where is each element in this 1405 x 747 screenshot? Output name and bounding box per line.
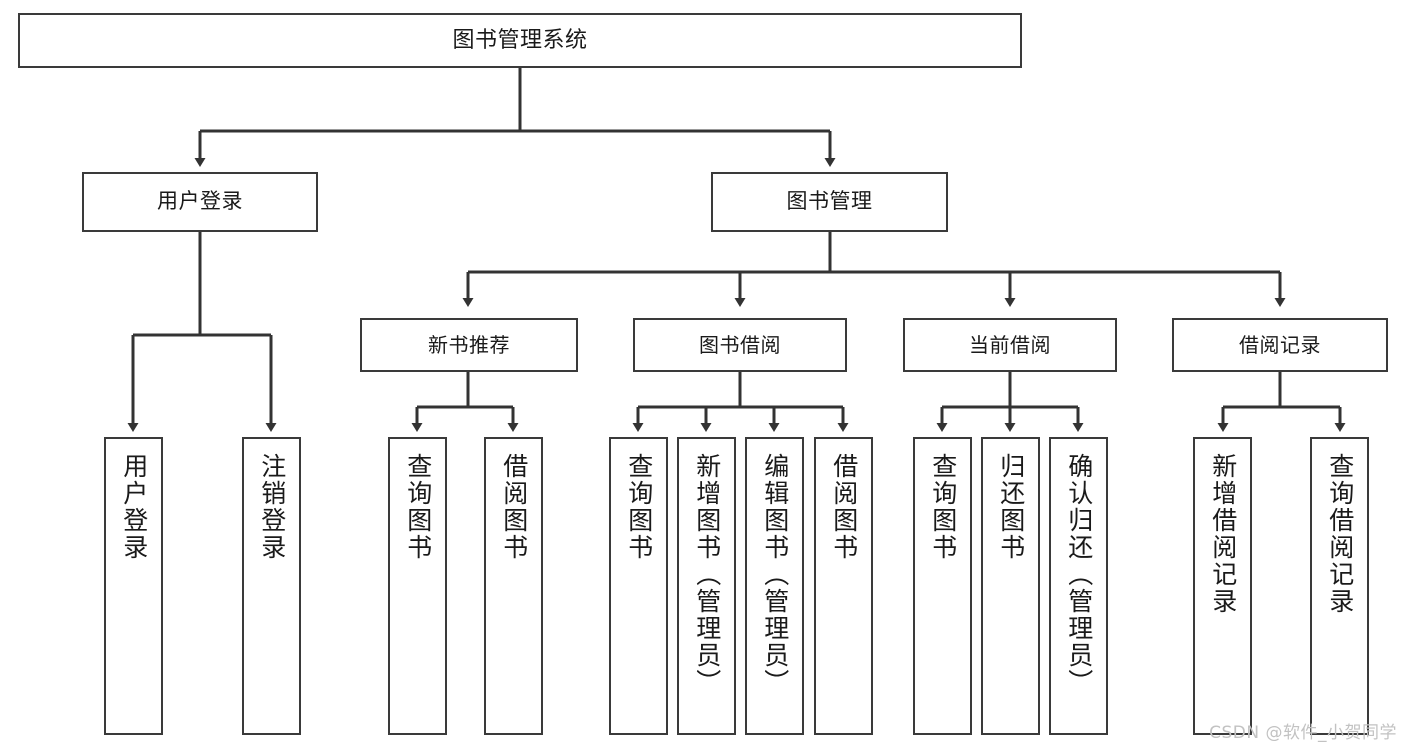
node-leaf-query-book-1[interactable]: 查询图书 bbox=[388, 437, 447, 735]
node-new-book-rec[interactable]: 新书推荐 bbox=[360, 318, 578, 372]
node-leaf-logout[interactable]: 注销登录 bbox=[242, 437, 301, 735]
node-label-current-borrow: 当前借阅 bbox=[969, 332, 1051, 357]
node-label-leaf-edit-book: 编辑图书（管理员） bbox=[760, 453, 790, 696]
node-leaf-edit-book[interactable]: 编辑图书（管理员） bbox=[745, 437, 804, 735]
node-leaf-borrow-book-1[interactable]: 借阅图书 bbox=[484, 437, 543, 735]
node-label-leaf-add-book: 新增图书（管理员） bbox=[692, 453, 722, 696]
node-leaf-add-book[interactable]: 新增图书（管理员） bbox=[677, 437, 736, 735]
node-label-leaf-borrow-book-2: 借阅图书 bbox=[829, 453, 859, 561]
node-leaf-user-login[interactable]: 用户登录 bbox=[104, 437, 163, 735]
node-label-leaf-query-record: 查询借阅记录 bbox=[1325, 453, 1355, 615]
node-label-leaf-query-book-3: 查询图书 bbox=[928, 453, 958, 561]
node-leaf-borrow-book-2[interactable]: 借阅图书 bbox=[814, 437, 873, 735]
node-label-leaf-return-book: 归还图书 bbox=[996, 453, 1026, 561]
node-leaf-query-book-2[interactable]: 查询图书 bbox=[609, 437, 668, 735]
node-label-borrow-record: 借阅记录 bbox=[1239, 332, 1321, 357]
node-leaf-query-book-3[interactable]: 查询图书 bbox=[913, 437, 972, 735]
node-leaf-confirm-return[interactable]: 确认归还（管理员） bbox=[1049, 437, 1108, 735]
node-leaf-return-book[interactable]: 归还图书 bbox=[981, 437, 1040, 735]
node-book-borrow[interactable]: 图书借阅 bbox=[633, 318, 847, 372]
node-label-root: 图书管理系统 bbox=[452, 27, 588, 53]
node-label-leaf-add-record: 新增借阅记录 bbox=[1208, 453, 1238, 615]
node-leaf-query-record[interactable]: 查询借阅记录 bbox=[1310, 437, 1369, 735]
node-user-login[interactable]: 用户登录 bbox=[82, 172, 318, 232]
csdn-watermark: CSDN @软件_小贺同学 bbox=[1209, 723, 1397, 743]
node-label-leaf-user-login: 用户登录 bbox=[119, 453, 149, 561]
node-label-leaf-logout: 注销登录 bbox=[257, 453, 287, 561]
node-current-borrow[interactable]: 当前借阅 bbox=[903, 318, 1117, 372]
node-label-leaf-query-book-1: 查询图书 bbox=[403, 453, 433, 561]
node-book-manage[interactable]: 图书管理 bbox=[711, 172, 948, 232]
node-label-book-manage: 图书管理 bbox=[786, 189, 873, 214]
node-label-leaf-borrow-book-1: 借阅图书 bbox=[499, 453, 529, 561]
node-label-user-login: 用户登录 bbox=[157, 189, 243, 214]
node-label-book-borrow: 图书借阅 bbox=[699, 332, 781, 357]
node-leaf-add-record[interactable]: 新增借阅记录 bbox=[1193, 437, 1252, 735]
node-label-leaf-confirm-return: 确认归还（管理员） bbox=[1064, 453, 1094, 696]
node-label-new-book-rec: 新书推荐 bbox=[428, 332, 510, 357]
node-root-book-management-system[interactable]: 图书管理系统 bbox=[18, 13, 1022, 68]
node-label-leaf-query-book-2: 查询图书 bbox=[624, 453, 654, 561]
node-borrow-record[interactable]: 借阅记录 bbox=[1172, 318, 1388, 372]
